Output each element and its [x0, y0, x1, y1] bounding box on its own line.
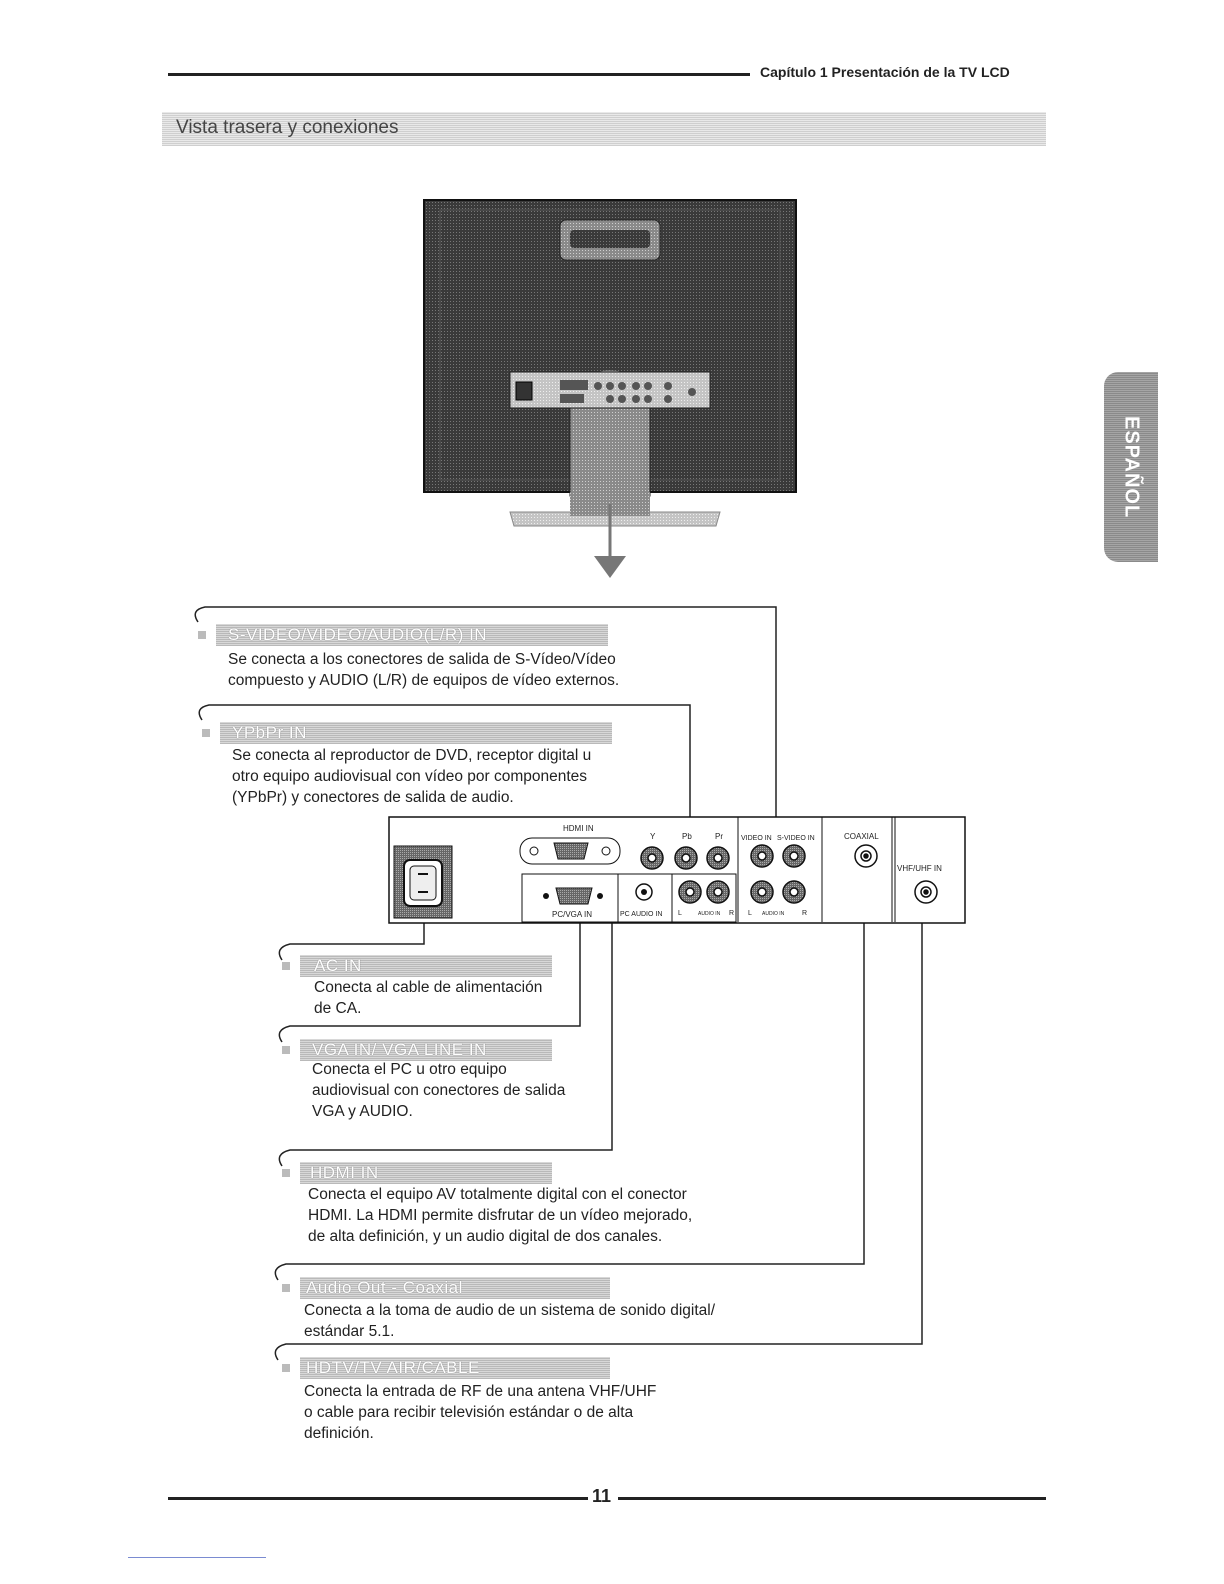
panel-label-video-in: VIDEO IN [741, 835, 772, 842]
desc-hdtv-tv-air-cable: Conecta la entrada de RF de una antena V… [304, 1381, 656, 1444]
panel-label-pc-vga-in: PC/VGA IN [552, 910, 593, 919]
page-number: 11 [592, 1486, 612, 1506]
desc-line: definición. [304, 1425, 374, 1442]
desc-hdmi-in: Conecta el equipo AV totalmente digital … [308, 1184, 692, 1247]
title-ypbpr-in: YPbPr IN [232, 723, 307, 742]
panel-label-r-2: R [802, 910, 808, 917]
bullet-ac-in [282, 962, 290, 970]
desc-line: Conecta la entrada de RF de una antena V… [304, 1383, 657, 1400]
title-hdtv-tv-air-cable: HDTV/TV AIR/CABLE [306, 1358, 480, 1377]
desc-audio-out-coaxial: Conecta a la toma de audio de un sistema… [304, 1300, 715, 1342]
desc-line: Se conecta a los conectores de salida de… [228, 651, 616, 668]
desc-line: Conecta al cable de alimentación [314, 979, 543, 996]
label-bar-svideo [216, 624, 608, 646]
panel-label-hdmi-in: HDMI IN [563, 824, 594, 833]
bullet-vga [282, 1046, 290, 1054]
panel-label-pb: Pb [682, 832, 692, 841]
footer-rule-right [618, 1497, 1046, 1500]
header-rule [168, 73, 750, 76]
section-bar [162, 112, 1046, 146]
panel-label-coaxial: COAXIAL [844, 832, 879, 841]
desc-line: (YPbPr) y conectores de salida de audio. [232, 789, 514, 806]
panel-label-audio-in-2: AUDIO IN [762, 911, 785, 917]
panel-label-y: Y [650, 832, 656, 841]
label-bar-hdtv [300, 1357, 610, 1379]
panel-label-r-1: R [729, 910, 735, 917]
footer-rule-left [168, 1497, 588, 1500]
desc-vga-in: Conecta el PC u otro equipo audiovisual … [312, 1059, 565, 1122]
label-bar-ypbpr [220, 722, 612, 744]
desc-ypbpr-in: Se conecta al reproductor de DVD, recept… [232, 745, 591, 808]
label-bar-hdmi [300, 1162, 552, 1184]
panel-label-l-2: L [748, 910, 752, 917]
desc-line: compuesto y AUDIO (L/R) de equipos de ví… [228, 672, 620, 689]
language-tab-label-wrap: ESPAÑOL [1104, 372, 1158, 562]
desc-line: otro equipo audiovisual con vídeo por co… [232, 768, 588, 785]
label-bar-coaxial [300, 1277, 610, 1299]
title-hdmi-in: HDMI IN [310, 1163, 379, 1182]
label-bar-vga [300, 1039, 552, 1061]
panel-label-l-1: L [678, 910, 682, 917]
label-bar-ac-in [300, 955, 552, 977]
desc-line: audiovisual con conectores de salida [312, 1082, 566, 1099]
panel-label-pc-audio-in: PC AUDIO IN [620, 911, 663, 918]
desc-line: de CA. [314, 1000, 362, 1017]
desc-line: de alta definición, y un audio digital d… [308, 1228, 663, 1245]
panel-label-svideo-in: S-VIDEO IN [777, 835, 815, 842]
title-svideo-video-audio-in: S-VIDEO/VIDEO/AUDIO(L/R) IN [228, 625, 488, 644]
desc-line: Se conecta al reproductor de DVD, recept… [232, 747, 592, 764]
desc-line: estándar 5.1. [304, 1323, 395, 1340]
title-ac-in: AC IN [314, 956, 362, 975]
title-audio-out-coaxial: Audio Out - Coaxial [306, 1278, 463, 1297]
chapter-title: Capítulo 1 Presentación de la TV LCD [760, 64, 1010, 80]
section-title: Vista trasera y conexiones [176, 117, 399, 138]
bullet-hdtv [282, 1364, 290, 1372]
desc-line: o cable para recibir televisión estándar… [304, 1404, 634, 1421]
desc-line: HDMI. La HDMI permite disfrutar de un ví… [308, 1207, 693, 1224]
desc-ac-in: Conecta al cable de alimentación de CA. [314, 977, 542, 1019]
panel-label-vhf-uhf-in: VHF/UHF IN [897, 864, 942, 873]
bullet-ypbpr [202, 729, 210, 737]
bullet-svideo [198, 631, 206, 639]
desc-line: Conecta a la toma de audio de un sistema… [304, 1302, 716, 1319]
bullet-coaxial [282, 1284, 290, 1292]
bullet-hdmi [282, 1169, 290, 1177]
tv-rear-illustration [423, 199, 797, 578]
language-tab [1104, 372, 1158, 562]
desc-line: Conecta el PC u otro equipo [312, 1061, 507, 1078]
panel-label-pr: Pr [715, 832, 723, 841]
desc-line: Conecta el equipo AV totalmente digital … [308, 1186, 687, 1203]
title-vga-in: VGA IN/ VGA LINE IN [312, 1040, 487, 1059]
scan-artifact-line [128, 1557, 266, 1558]
language-tab-label: ESPAÑOL [1120, 415, 1143, 519]
connector-panel [388, 816, 966, 924]
panel-label-audio-in-1: AUDIO IN [698, 911, 721, 917]
desc-svideo-video-audio-in: Se conecta a los conectores de salida de… [228, 649, 619, 691]
desc-line: VGA y AUDIO. [312, 1103, 413, 1120]
